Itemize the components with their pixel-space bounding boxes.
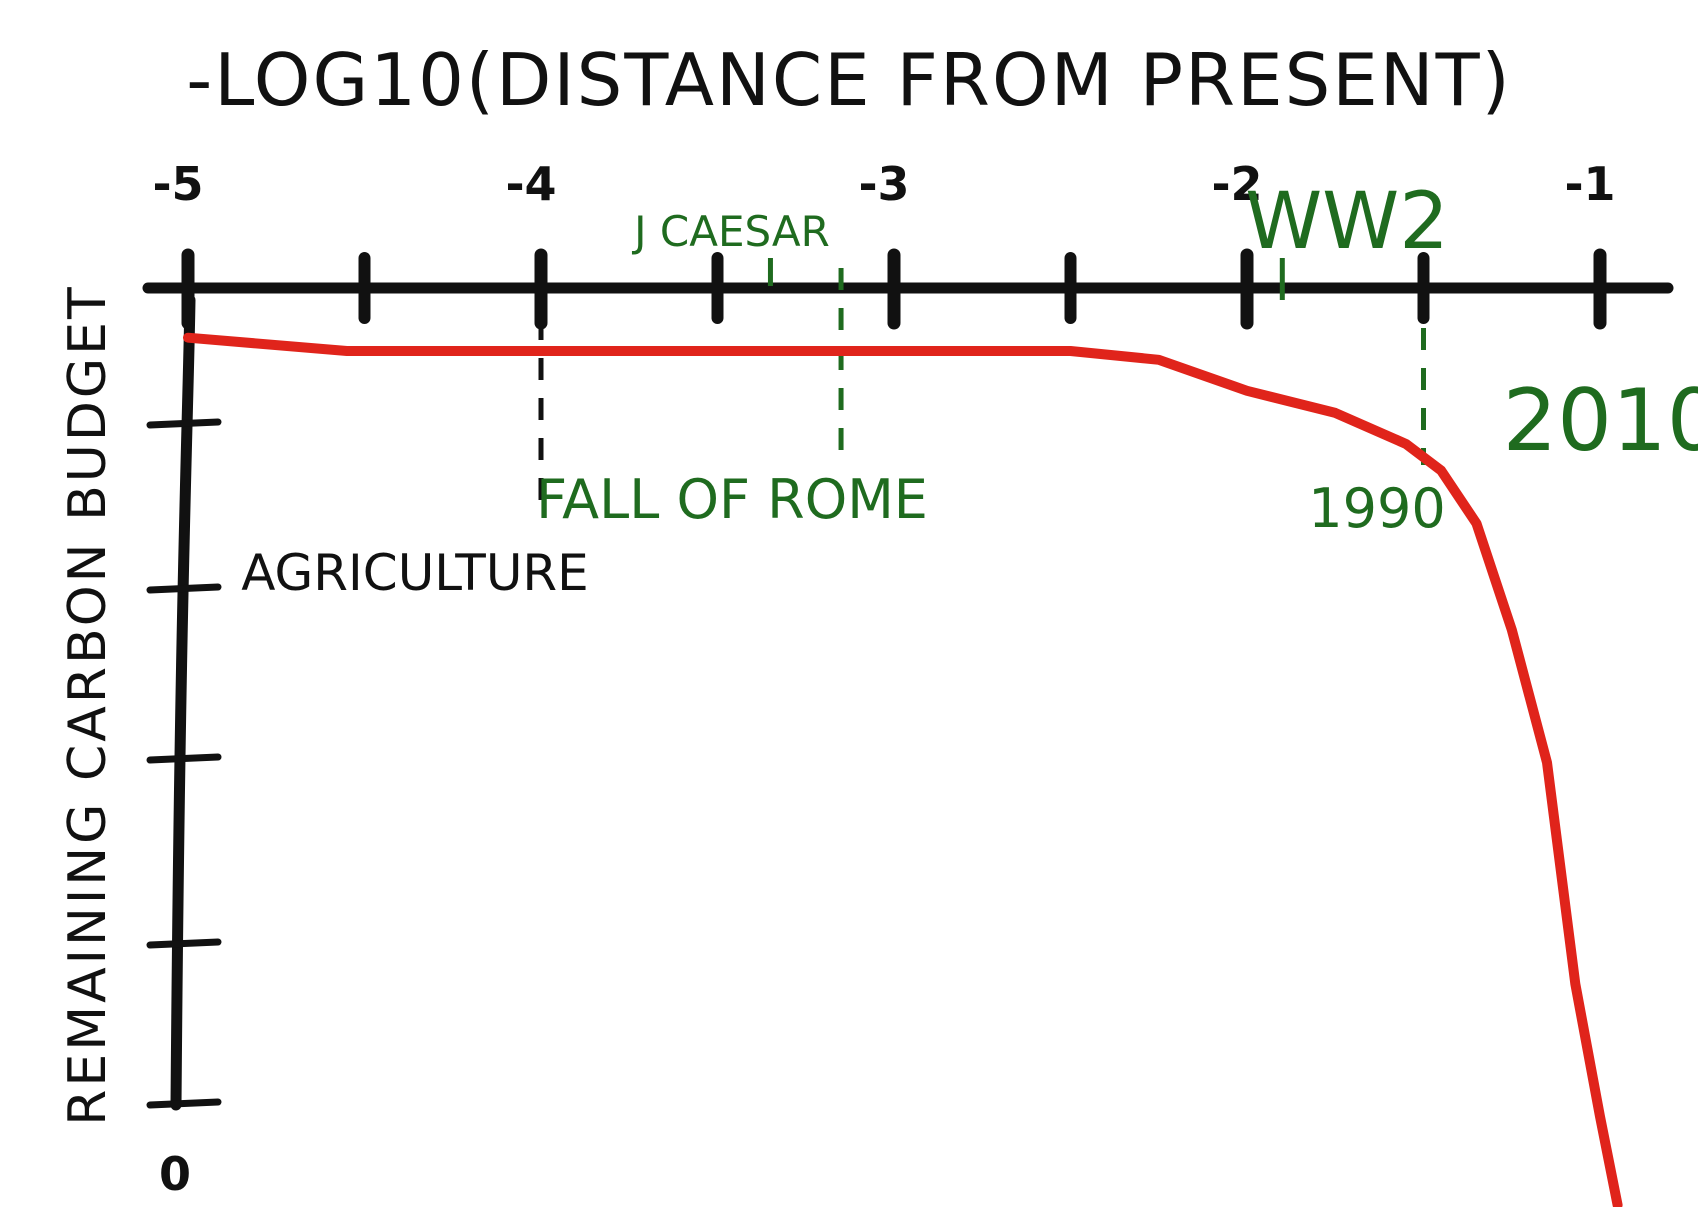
series-line bbox=[183, 332, 1623, 1207]
x-tick-label: -2 bbox=[1211, 157, 1262, 211]
annotation-label: 2010 bbox=[1503, 371, 1698, 471]
x-tick-label: -1 bbox=[1564, 157, 1615, 211]
y-tick-label: 0 bbox=[159, 1147, 191, 1201]
y-tick-labels: 0 bbox=[159, 1147, 191, 1201]
x-tick-marks bbox=[181, 248, 1607, 330]
y-axis-line bbox=[170, 294, 196, 1111]
x-tick-label: -5 bbox=[152, 157, 203, 211]
y-tick-mark bbox=[146, 1098, 222, 1109]
y-tick-mark bbox=[146, 753, 222, 764]
annotation-label: WW2 bbox=[1245, 177, 1449, 267]
annotation-label: FALL OF ROME bbox=[536, 468, 928, 531]
y-tick-mark bbox=[146, 418, 222, 429]
annotation-lines bbox=[538, 258, 1426, 510]
y-tick-mark bbox=[146, 583, 222, 594]
x-tick-label: -3 bbox=[858, 157, 909, 211]
chart-title: -LOG10(DISTANCE FROM PRESENT) bbox=[186, 38, 1511, 122]
y-tick-marks bbox=[146, 418, 222, 1109]
x-tick-labels: -5 -4 -3 -2 -1 bbox=[152, 157, 1615, 211]
annotation-label: 1990 bbox=[1308, 477, 1445, 540]
y-axis-label: REMAINING CARBON BUDGET bbox=[58, 284, 118, 1126]
series-group bbox=[183, 332, 1623, 1207]
x-tick-label: -4 bbox=[505, 157, 556, 211]
annotation-label: J CAESAR bbox=[631, 207, 830, 256]
annotation-labels: AGRICULTURE J CAESAR FALL OF ROME WW2 1990 20… bbox=[241, 177, 1698, 602]
annotation-label: AGRICULTURE bbox=[241, 544, 589, 602]
y-tick-mark bbox=[146, 938, 222, 949]
